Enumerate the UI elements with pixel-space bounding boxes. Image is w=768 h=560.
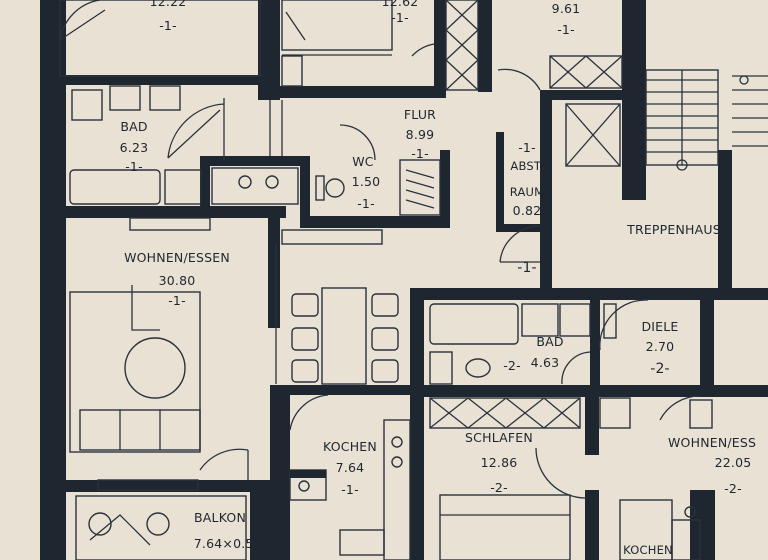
room-area: 30.80 [159,273,196,288]
room-unit: -1- [357,196,375,211]
room-unit: -1- [159,18,177,33]
room-name: DIELE [641,319,678,334]
room-area: 7.64 [336,460,365,475]
room-area: 12.62 [382,0,419,9]
room-name: SCHLAFEN [465,430,533,445]
room-unit: -2- [724,481,742,496]
room-name: BAD [120,119,147,134]
room-unit: -2- [490,480,508,495]
room-area: 7.64×0.5= [194,536,264,551]
room-unit: -1- [411,146,429,161]
room-name: KOCHEN [623,543,673,557]
room-unit: -1- [168,293,186,308]
room-name: ABST. [510,159,543,173]
room-area: 9.61 [552,1,581,16]
room-area: 0.82 [513,203,542,218]
room-name: BALKON [194,510,246,525]
room-area: 1.50 [352,174,381,189]
room-area: 12.86 [481,455,518,470]
room-name: RAUM [510,185,545,199]
room-name: KOCHEN [323,439,377,454]
room-unit: -2- [650,361,670,377]
fixtures [59,0,768,560]
room-area: 8.99 [406,127,435,142]
room-unit: -1- [125,159,143,174]
room-name: FLUR [404,107,436,122]
room-name: WOHNEN/ESS [668,435,756,450]
room-unit: -1- [391,10,409,25]
room-unit: -2- [503,358,521,373]
walls [40,0,768,560]
room-area: 12.22 [150,0,187,9]
room-area: 4.63 [531,355,560,370]
room-area: 22.05 [715,455,752,470]
room-name: WOHNEN/ESSEN [124,250,230,265]
room-name: WC [352,154,374,169]
room-unit: -1- [518,140,536,155]
unit-marker: -1- [517,260,537,276]
room-name: TREPPENHAUS [626,222,721,237]
room-name: BAD [536,334,563,349]
room-unit: -1- [557,22,575,37]
room-area: 6.23 [120,140,149,155]
room-area: 2.70 [646,339,675,354]
room-labels: 12.22 -1- 12.62 -1- 9.61 -1- BAD 6.23 -1… [120,0,756,557]
room-unit: -1- [341,482,359,497]
